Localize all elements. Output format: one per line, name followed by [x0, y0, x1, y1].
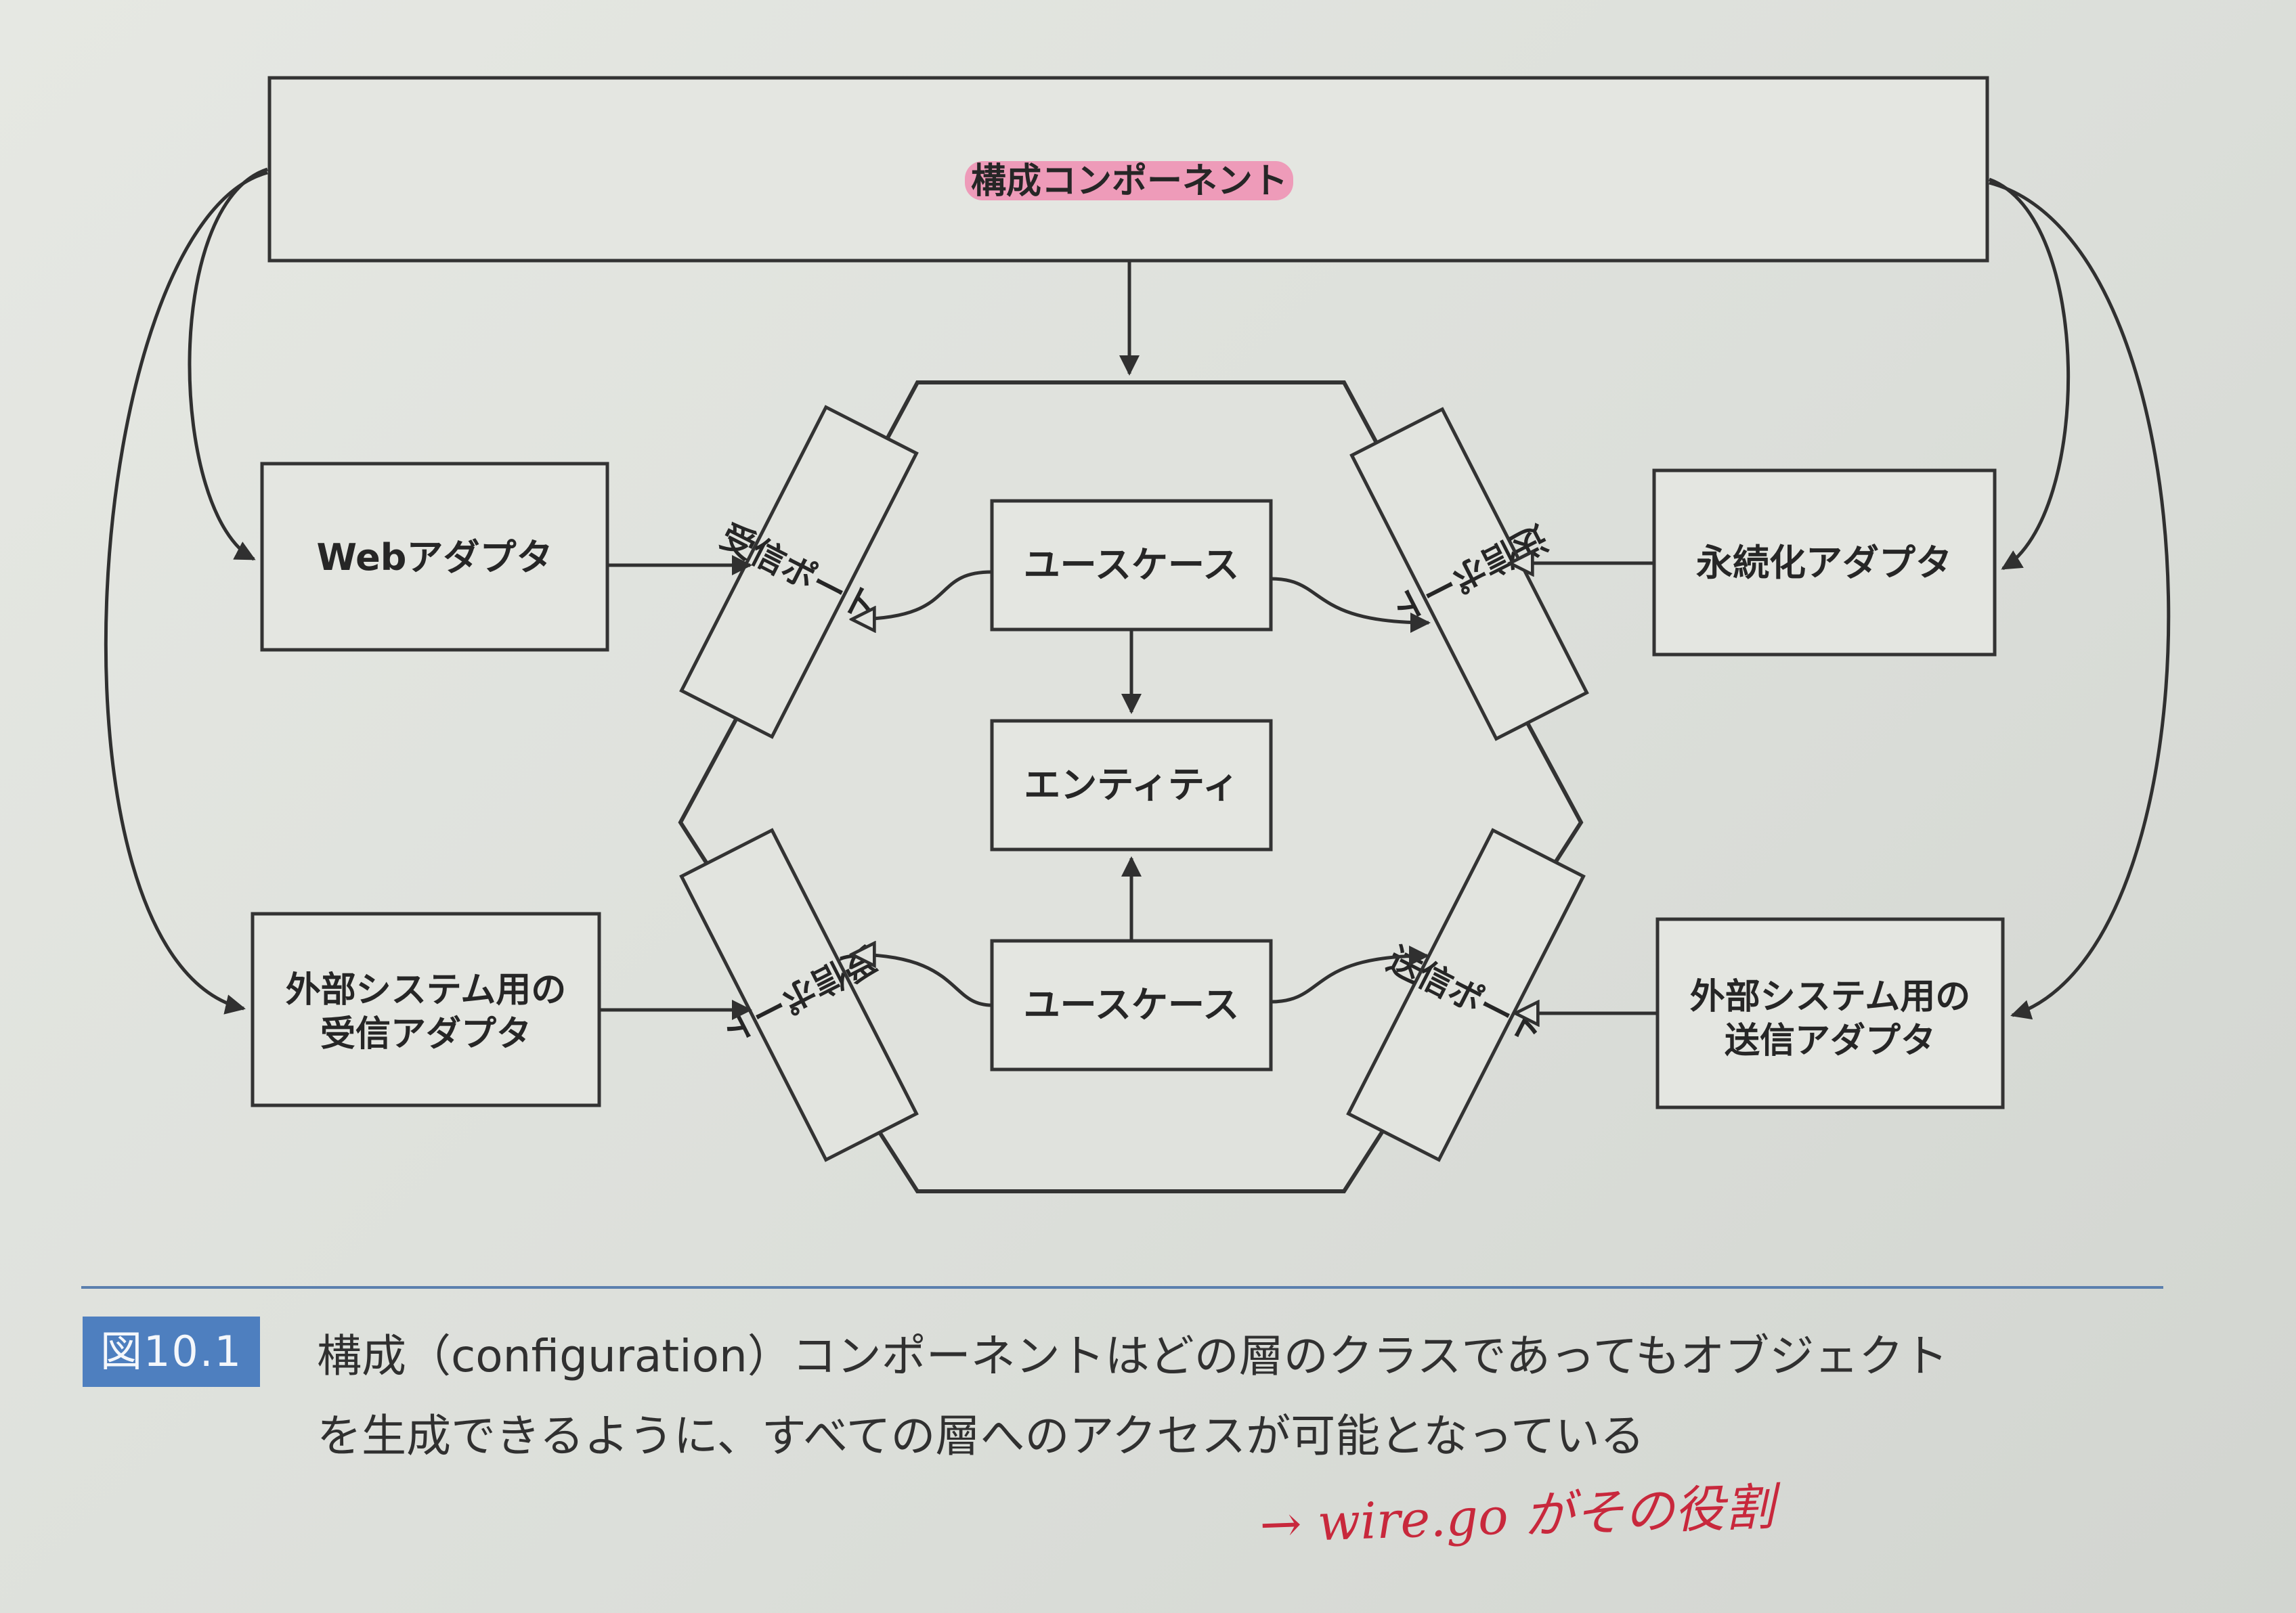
use-case-top-box: ユースケース [990, 499, 1273, 632]
use-case-bottom-label: ユースケース [1024, 984, 1240, 1026]
arrow-config-to-web-adapter [188, 167, 268, 561]
arrow-use-case-bottom-to-outgoing-port [1270, 946, 1429, 1004]
incoming-port-bottom: 受信ポート [679, 828, 919, 1162]
config-component-box: 構成コンポーネント [267, 76, 1989, 263]
entity-label: エンティティ [1024, 764, 1239, 806]
arrow-config-to-external-send-adapter [1989, 181, 2171, 1020]
handwritten-annotation: → wire.go がその役割 [1258, 1478, 1776, 1555]
use-case-top-label: ユースケース [1024, 544, 1240, 586]
use-case-bottom-box: ユースケース [990, 939, 1273, 1071]
arrow-use-case-top-to-incoming-port [852, 570, 993, 619]
architecture-diagram: 構成コンポーネント 受信ポート 送信ポート 受信ポート 送信ポート [104, 76, 2171, 1193]
arrow-config-to-external-receive-adapter [104, 171, 268, 1015]
caption-divider [81, 1286, 2163, 1289]
external-receive-adapter-box: 外部システム用の 受信アダプタ [251, 912, 601, 1107]
persistence-adapter-label: 永続化アダプタ [1696, 542, 1952, 584]
persistence-adapter-box: 永続化アダプタ [1652, 468, 1997, 657]
arrow-use-case-bottom-to-incoming-port [852, 954, 993, 1007]
config-component-label: 構成コンポーネント [971, 161, 1288, 202]
entity-box: エンティティ [990, 719, 1273, 852]
highlight-marker [965, 161, 1293, 200]
web-adapter-box: Webアダプタ [260, 462, 609, 652]
arrow-use-case-top-to-outgoing-port [1270, 577, 1431, 633]
external-send-adapter-line2: 送信アダプタ [1725, 1021, 1936, 1061]
caption-line-1: 構成（configuration）コンポーネントはどの層のクラスであってもオブジ… [317, 1330, 1949, 1382]
external-send-adapter-line1: 外部システム用の [1690, 977, 1970, 1017]
web-adapter-label: Webアダプタ [317, 536, 553, 579]
external-receive-adapter-line1: 外部システム用の [286, 970, 566, 1011]
external-send-adapter-box: 外部システム用の 送信アダプタ [1655, 917, 2005, 1109]
external-receive-adapter-line2: 受信アダプタ [320, 1014, 532, 1055]
figure-number-badge: 図10.1 [83, 1317, 260, 1387]
caption-line-2: を生成できるように、すべての層へのアクセスが可能となっている [317, 1410, 1645, 1462]
arrow-config-to-persistence-adapter [1989, 177, 2070, 571]
